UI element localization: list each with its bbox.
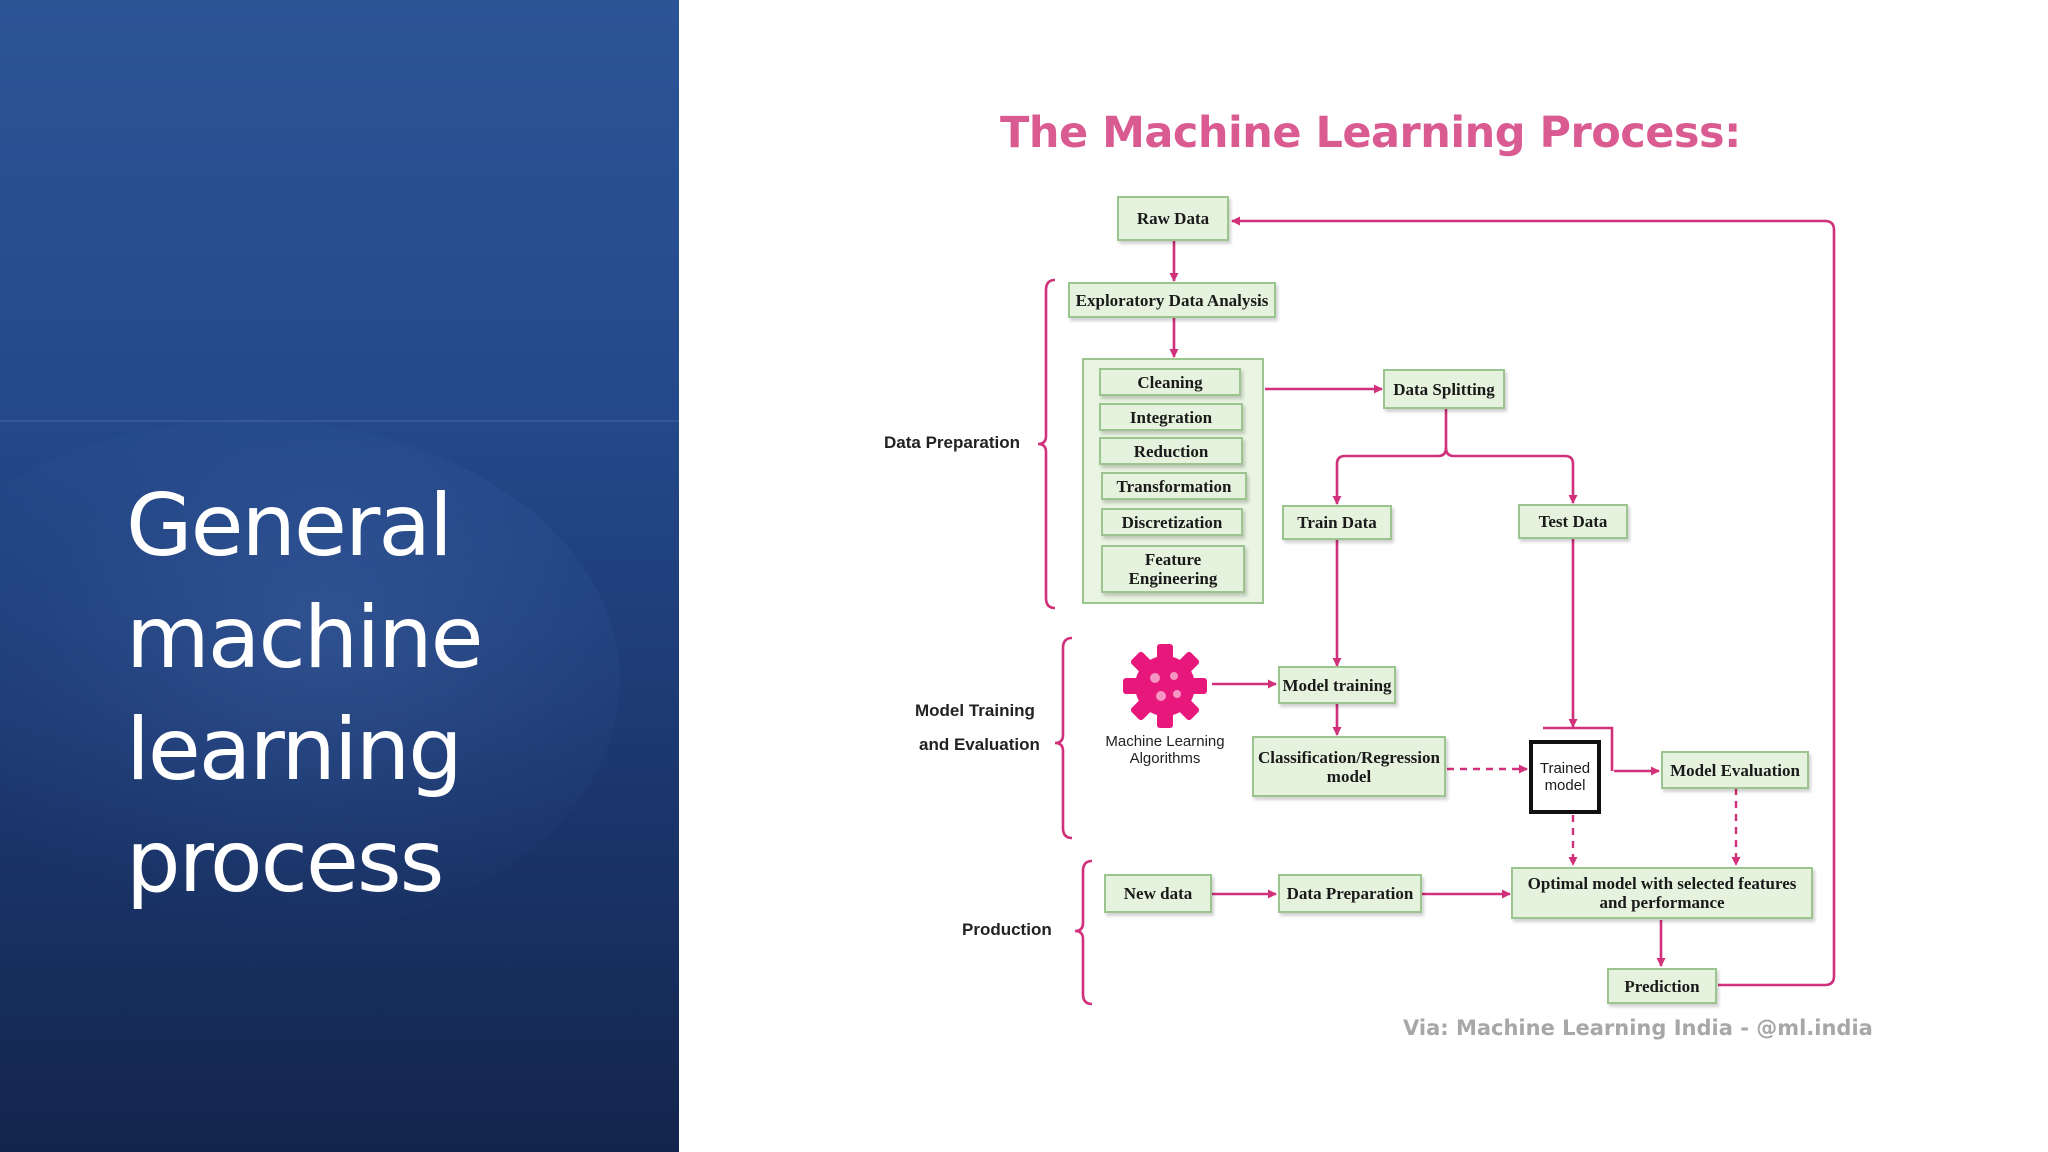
node-integration: Integration [1099,403,1243,431]
diagram-credit: Via: Machine Learning India - @ml.india [1403,1016,1873,1040]
gear-icon [1123,644,1207,728]
panel-glow [0,420,620,940]
node-classification-regression: Classification/Regression model [1252,736,1446,797]
node-model-training: Model training [1278,666,1396,704]
node-optimal-model: Optimal model with selected features and… [1511,867,1813,919]
node-cleaning: Cleaning [1099,368,1241,396]
brace-data-preparation [1037,278,1056,610]
arrow-split-fork [1332,409,1448,505]
section-label-model-training: Model Training [915,701,1035,720]
node-transformation: Transformation [1101,472,1247,500]
section-label-production: Production [962,920,1052,939]
node-trained-line: Trained [1539,760,1591,777]
node-data-splitting: Data Splitting [1383,369,1505,409]
algorithms-label: Machine Learning Algorithms [1090,733,1240,767]
diagram-title: The Machine Learning Process: [1000,108,1741,158]
slide-title: General machine learning process [126,470,646,918]
section-label-data-preparation: Data Preparation [884,433,1021,452]
algorithms-label-line: Algorithms [1129,750,1201,767]
brace-model-training [1054,636,1073,840]
node-optimal-line: Optimal model with selected features [1527,874,1797,893]
node-eda: Exploratory Data Analysis [1068,282,1276,318]
node-model-evaluation: Model Evaluation [1661,751,1809,789]
section-label-model-evaluation: and Evaluation [919,735,1040,754]
node-train-data: Train Data [1282,505,1392,540]
node-discretization: Discretization [1101,508,1243,536]
algorithms-label-line: Machine Learning [1105,733,1225,750]
node-trained-line: model [1544,777,1586,794]
slide-title-line: process [126,812,444,912]
arrow-split-fork-right [1444,447,1578,504]
node-feature-engineering: Feature Engineering [1101,545,1245,593]
node-raw-data: Raw Data [1117,196,1229,241]
title-panel: General machine learning process [0,0,679,1152]
node-feature-engineering-line: Engineering [1128,569,1218,588]
arrow-feedback-loop [1231,216,1836,987]
slide-title-line: learning [126,700,463,800]
node-classification-line: model [1326,766,1372,786]
node-classification-line: Classification/Regression [1258,747,1440,767]
brace-production [1074,859,1093,1006]
node-reduction: Reduction [1099,437,1243,465]
slide-title-line: General [126,476,453,576]
bracket-trained [1543,726,1614,771]
node-prediction: Prediction [1607,968,1717,1004]
node-optimal-line: and performance [1599,893,1725,912]
panel-band [0,420,679,422]
node-data-preparation: Data Preparation [1278,874,1422,913]
node-new-data: New data [1104,874,1212,913]
node-feature-engineering-line: Feature [1144,550,1202,569]
node-trained-model: Trained model [1529,740,1601,814]
node-test-data: Test Data [1518,504,1628,539]
slide-title-line: machine [126,588,484,688]
